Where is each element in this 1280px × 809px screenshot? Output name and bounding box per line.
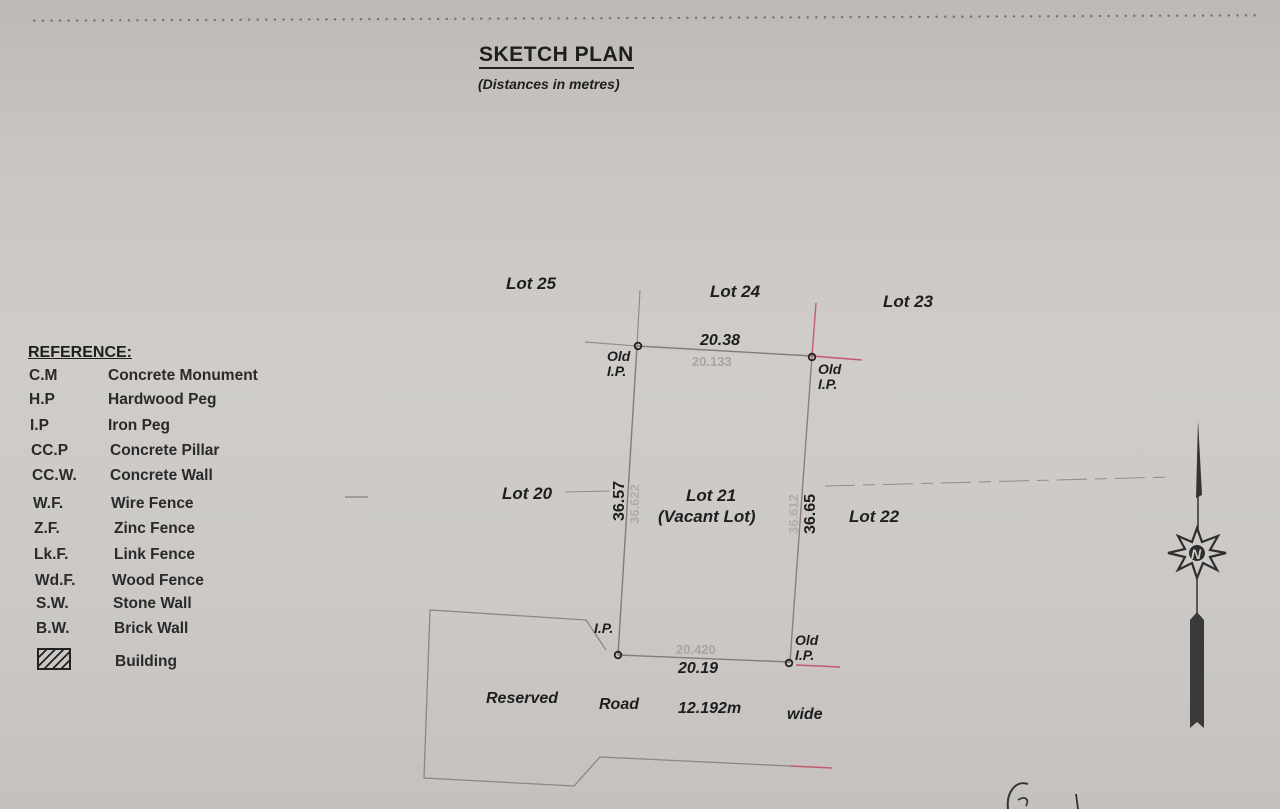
road-label-width: 12.192m [678, 700, 742, 717]
lot-24-label: Lot 24 [710, 282, 761, 301]
svg-text:N: N [1191, 546, 1202, 562]
reference-abbr: CC.P [31, 442, 69, 459]
reference-heading: REFERENCE: [28, 344, 133, 361]
reference-abbr: Z.F. [34, 520, 60, 537]
reference-desc: Concrete Monument [108, 367, 258, 384]
reference-desc: Iron Peg [108, 417, 171, 434]
west-boundary [617, 345, 638, 656]
reference-abbr: W.F. [33, 495, 64, 512]
reference-desc: Concrete Pillar [110, 442, 220, 459]
lot-21-note: (Vacant Lot) [658, 507, 756, 526]
dimension-north: 20.38 [700, 332, 741, 349]
reference-abbr: B.W. [36, 620, 70, 637]
south-boundary [617, 654, 791, 663]
reference-abbr: C.M [29, 367, 58, 384]
red-road-edge [789, 765, 833, 769]
marker-label-nw: Old I.P. [607, 348, 631, 379]
road-label-road: Road [599, 696, 639, 713]
marker-label-sw: I.P. [594, 620, 614, 636]
building-hatch-icon [37, 648, 71, 670]
old-iron-peg-nw-icon [633, 341, 643, 351]
reference-desc: Building [115, 653, 177, 670]
page-subtitle: (Distances in metres) [478, 76, 620, 92]
reference-abbr: Wd.F. [35, 572, 76, 589]
reference-desc: Zinc Fence [114, 520, 195, 537]
dimension-north-faint: 20.133 [692, 354, 732, 369]
reference-abbr: I.P [30, 417, 49, 434]
boundary-line-lot20 [564, 490, 611, 493]
west-boundary-extension [636, 289, 641, 347]
reference-desc: Link Fence [114, 546, 195, 563]
lot-21-label: Lot 21 [686, 486, 737, 505]
reference-desc: Wire Fence [111, 495, 194, 512]
reference-desc: Brick Wall [114, 620, 189, 637]
lot-25-label: Lot 25 [506, 274, 557, 293]
north-boundary [636, 345, 813, 357]
reference-abbr: S.W. [36, 595, 69, 612]
road-splay [585, 619, 607, 651]
reserved-road-outline [423, 609, 791, 787]
page-title: SKETCH PLAN [479, 44, 634, 69]
reference-desc: Hardwood Peg [108, 391, 217, 408]
old-iron-peg-ne-icon [807, 352, 817, 362]
east-boundary [789, 355, 813, 663]
dimension-south-faint: 20.420 [676, 642, 716, 657]
reference-desc: Stone Wall [113, 595, 192, 612]
iron-peg-sw-icon [613, 650, 623, 660]
reference-abbr: CC.W. [32, 467, 77, 484]
dimension-south: 20.19 [678, 660, 719, 677]
red-boundary-east [811, 355, 863, 361]
lot-22-label: Lot 22 [849, 507, 900, 526]
north-boundary-extension [584, 341, 638, 347]
red-boundary-north [811, 302, 817, 357]
road-label-wide: wide [787, 706, 823, 723]
lot-23-label: Lot 23 [883, 292, 934, 311]
road-label-reserved: Reserved [486, 690, 559, 707]
old-iron-peg-se-icon [784, 658, 794, 668]
reference-abbr: H.P [29, 391, 55, 408]
reference-desc: Wood Fence [112, 572, 204, 589]
marker-label-se: Old I.P. [795, 632, 819, 663]
reference-desc: Concrete Wall [110, 467, 213, 484]
reference-abbr: Lk.F. [34, 546, 69, 563]
lot-20-label: Lot 20 [502, 484, 553, 503]
north-arrow-icon: N [1167, 420, 1227, 728]
red-boundary-south [795, 664, 841, 668]
marker-label-ne: Old I.P. [818, 361, 842, 392]
